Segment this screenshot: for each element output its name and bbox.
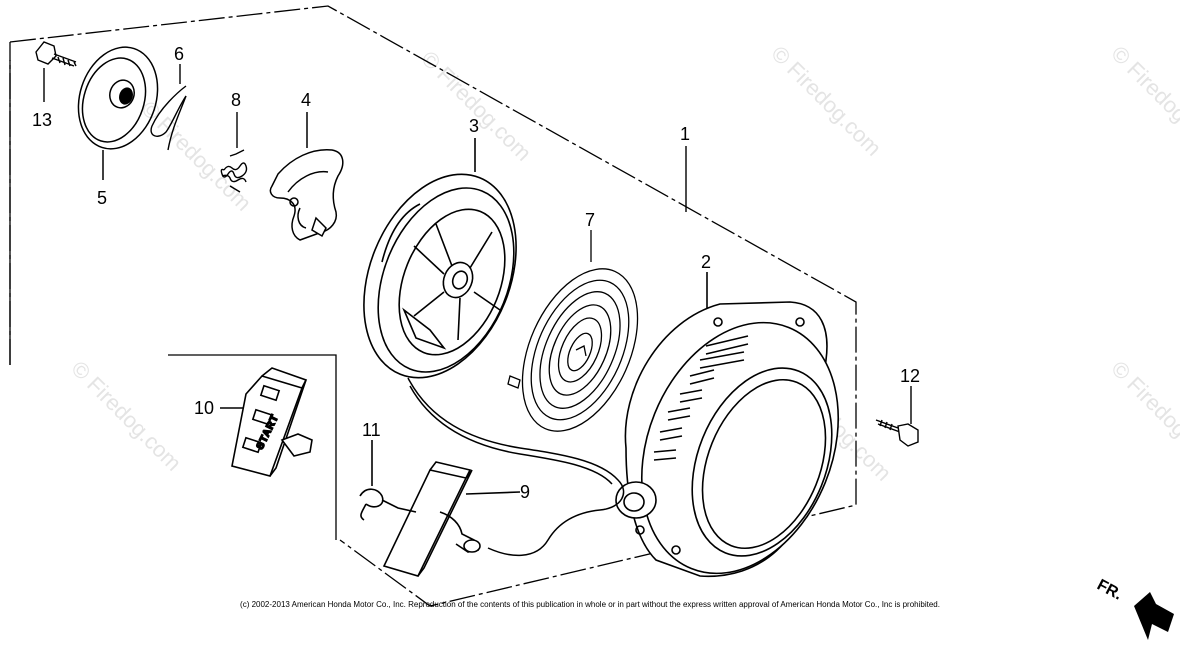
watermark-3: © Firedog.com — [1106, 41, 1180, 161]
watermark-2: © Firedog.com — [766, 41, 886, 161]
callout-10: 10 — [194, 398, 214, 418]
starter-rope — [407, 377, 625, 557]
part-8-spring — [220, 112, 248, 193]
callout-13: 13 — [32, 110, 52, 130]
front-arrow-icon — [1134, 592, 1174, 640]
watermark-1: © Firedog.com — [416, 46, 536, 166]
callout-6: 6 — [174, 44, 184, 64]
watermark-5: © Firedog.com — [1106, 356, 1180, 476]
watermark-7: © Firedog.com — [136, 96, 256, 216]
part-5-drive-plate — [77, 46, 159, 180]
part-13-bolt — [35, 41, 77, 102]
callout-3: 3 — [469, 116, 479, 136]
part-2-starter-case — [615, 272, 840, 577]
part-12-bolt — [875, 386, 919, 447]
part-6-clip — [150, 64, 187, 151]
part-3-reel — [363, 138, 517, 379]
callout-2: 2 — [701, 252, 711, 272]
callout-4: 4 — [301, 90, 311, 110]
callout-8: 8 — [231, 90, 241, 110]
callout-5: 5 — [97, 188, 107, 208]
callout-7: 7 — [585, 210, 595, 230]
callout-11: 11 — [362, 420, 381, 440]
callout-1: 1 — [680, 124, 690, 144]
callout-labels: 1 2 3 4 5 6 7 8 9 10 11 12 13 — [32, 44, 920, 502]
part-4-ratchet — [269, 112, 344, 241]
part-7-spring — [507, 230, 639, 432]
assembly-outline — [9, 5, 857, 607]
copyright-notice: (c) 2002-2013 American Honda Motor Co., … — [240, 600, 940, 609]
part-10-grip-inset: START — [220, 367, 313, 477]
callout-9: 9 — [520, 482, 530, 502]
watermark-4: © Firedog.com — [66, 356, 186, 476]
part-9-grip — [359, 440, 521, 577]
callout-12: 12 — [900, 366, 920, 386]
